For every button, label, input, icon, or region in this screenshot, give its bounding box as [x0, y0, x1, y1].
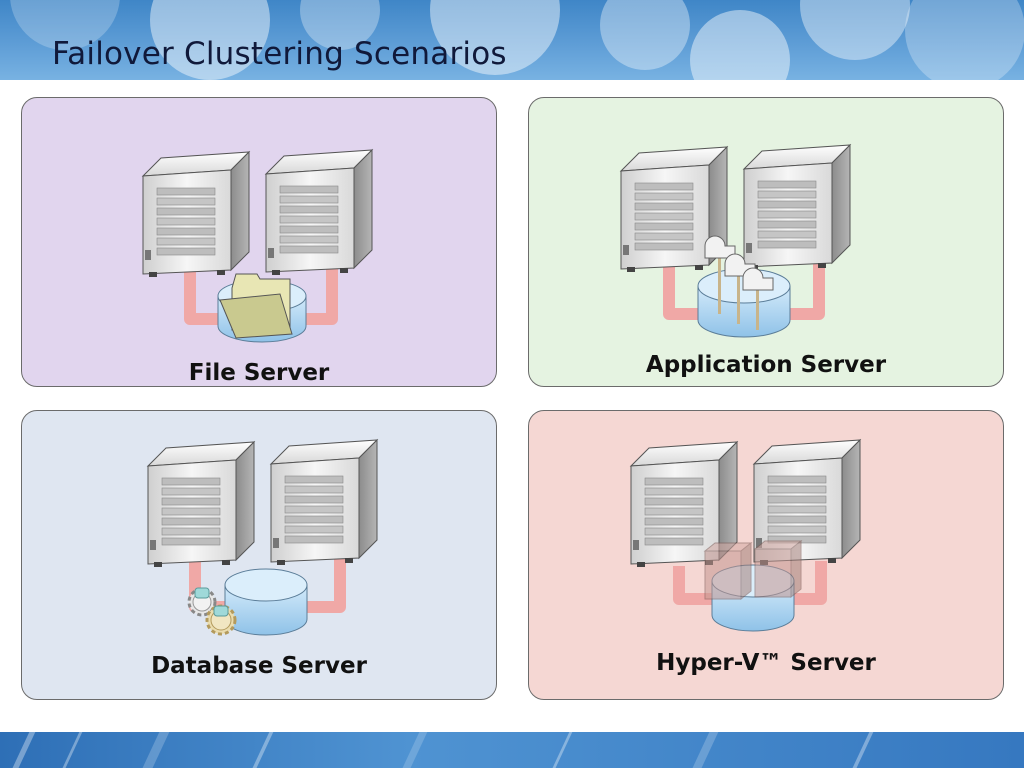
hyper-v-server-diagram — [630, 439, 861, 632]
folder-icon — [219, 273, 293, 339]
file-server-panel: File Server — [21, 97, 497, 387]
application-server-panel: Application Server — [528, 97, 1004, 387]
slide-header: Failover Clustering Scenarios — [0, 0, 1024, 80]
slide-title: Failover Clustering Scenarios — [52, 36, 507, 72]
application-server-diagram — [620, 144, 851, 338]
scenario-label: Hyper-V™ Server — [656, 650, 876, 676]
scenario-label: Application Server — [645, 352, 887, 378]
slide-footer — [0, 732, 1024, 768]
server-node-2 — [743, 144, 851, 271]
shared-storage-icon — [224, 568, 308, 636]
server-node-1 — [147, 441, 255, 568]
server-node-1 — [142, 151, 250, 278]
mailbox-icon — [704, 235, 774, 330]
cluster-cables — [673, 561, 827, 605]
scenario-label: File Server — [188, 360, 330, 386]
virtual-machine-icon — [703, 539, 803, 601]
server-node-2 — [265, 149, 373, 276]
database-server-panel: Database Server — [21, 410, 497, 700]
cluster-cables — [663, 252, 825, 320]
database-server-diagram — [147, 439, 378, 636]
scenario-label: Database Server — [151, 653, 367, 679]
server-node-2 — [270, 439, 378, 566]
hyper-v-server-panel: Hyper-V™ Server — [528, 410, 1004, 700]
gears-icon — [187, 587, 237, 636]
file-server-diagram — [142, 149, 373, 343]
